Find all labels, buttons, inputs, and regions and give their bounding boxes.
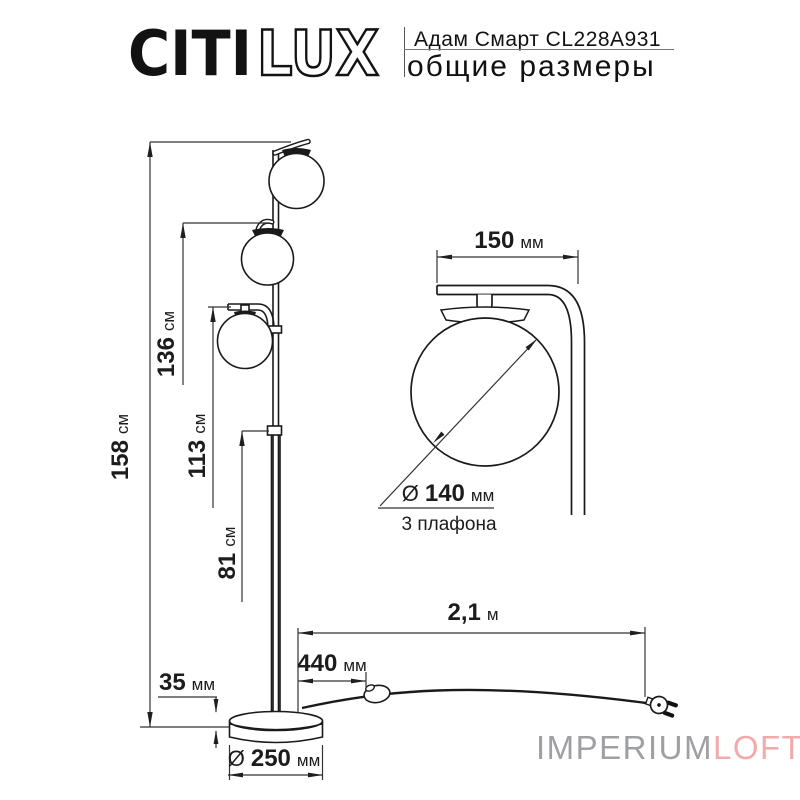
top-globe	[268, 152, 325, 210]
arrow-left-icon	[298, 678, 313, 684]
arrow-up-icon	[239, 431, 245, 446]
arrow-left-icon	[228, 772, 243, 778]
arrow-right-icon	[630, 630, 645, 636]
globe-count-note: 3 плафона	[401, 514, 496, 535]
plug-dot	[657, 703, 661, 707]
arrow-downleft-icon	[433, 431, 445, 443]
arrow-upright-icon	[525, 339, 537, 351]
dim-158-label: 158см	[107, 414, 134, 480]
middle-globe-hook-highlight	[256, 220, 274, 231]
imperiumloft-watermark: IMPERIUMLOFT	[536, 729, 800, 767]
arrow-left-icon	[298, 630, 313, 636]
middle-globe	[240, 232, 295, 286]
citilux-logo: CITI LUX	[126, 16, 386, 92]
arrow-left-icon	[437, 254, 452, 260]
detail-globe	[410, 317, 560, 467]
arrow-right-icon	[351, 678, 366, 684]
floor-lamp-drawing	[216, 138, 325, 744]
header-rule	[404, 49, 674, 50]
dimension-lines	[140, 141, 646, 780]
lamp-base-rim	[229, 723, 323, 731]
dim-113-label: 113см	[184, 414, 211, 479]
plug-prong	[662, 710, 675, 718]
arrow-down-icon	[147, 712, 153, 727]
page-subtitle: общие размеры	[407, 50, 656, 83]
arrow-up-icon	[147, 142, 153, 157]
pole-joint	[266, 425, 283, 436]
watermark-part2: LOFT	[713, 729, 800, 766]
arrow-down-icon	[213, 699, 219, 713]
header-divider	[404, 27, 405, 77]
arrow-up-icon	[180, 223, 186, 238]
detail-arm-outer	[437, 284, 586, 515]
dim-136-label: 136см	[153, 311, 180, 377]
lamp-base-side	[228, 721, 324, 744]
power-plug	[644, 695, 678, 718]
plug-prong	[666, 700, 678, 708]
dim-line-140-diagonal	[379, 339, 537, 507]
dimension-arrowheads	[147, 142, 645, 778]
model-name: Адам Смарт CL228A931	[414, 28, 662, 51]
logo-outline-text: LUX	[257, 20, 379, 84]
arrow-up-icon	[213, 730, 219, 744]
logo-solid-text: CITI	[128, 20, 252, 84]
lamp-base-top	[228, 710, 324, 732]
arrow-right-icon	[563, 254, 578, 260]
detail-arm-inner	[437, 293, 573, 515]
lower-globe-arm	[228, 303, 275, 331]
watermark-part1: IMPERIUM	[536, 729, 713, 766]
arrow-up-icon	[210, 307, 216, 322]
inline-switch	[363, 684, 391, 704]
lower-globe	[216, 312, 274, 370]
arrow-right-icon	[308, 772, 323, 778]
power-cable	[301, 688, 647, 710]
top-arm-highlight	[273, 140, 310, 155]
dim-81-label: 81см	[214, 527, 241, 580]
